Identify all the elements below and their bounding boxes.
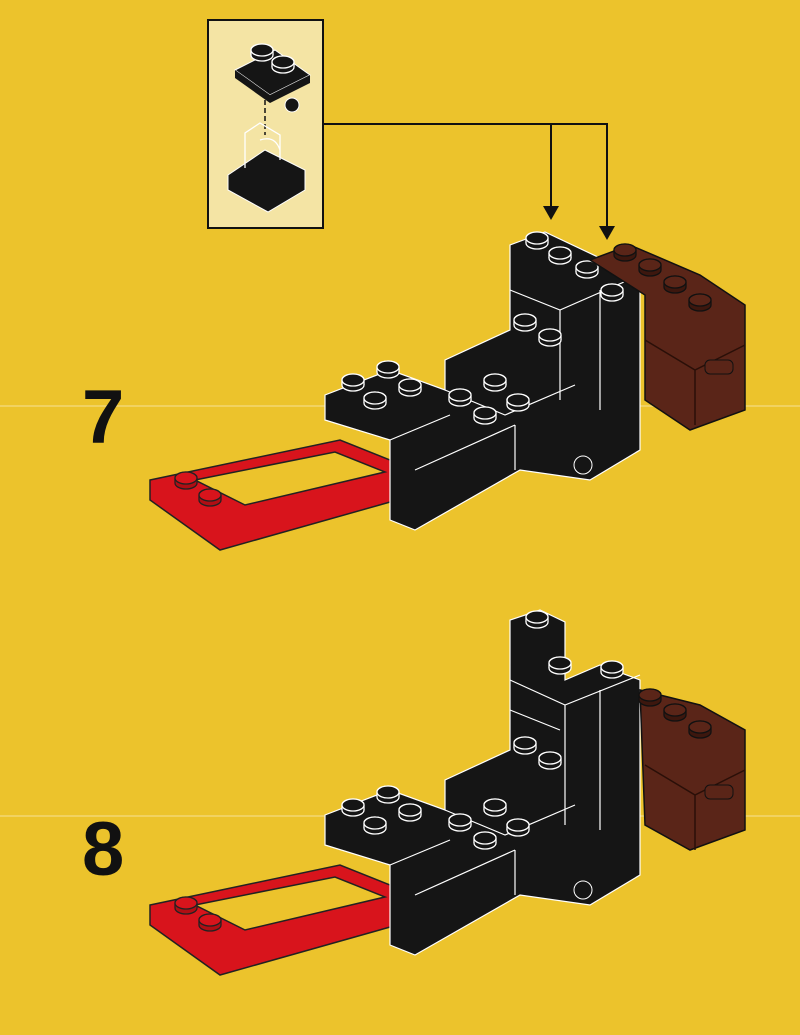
- step-number-7: 7: [82, 375, 125, 460]
- step-8-model: [149, 609, 746, 976]
- placement-arrows: [323, 123, 615, 240]
- subassembly-inset: [207, 19, 324, 229]
- step-number-8: 8: [82, 807, 125, 892]
- step-7-model: [149, 231, 746, 551]
